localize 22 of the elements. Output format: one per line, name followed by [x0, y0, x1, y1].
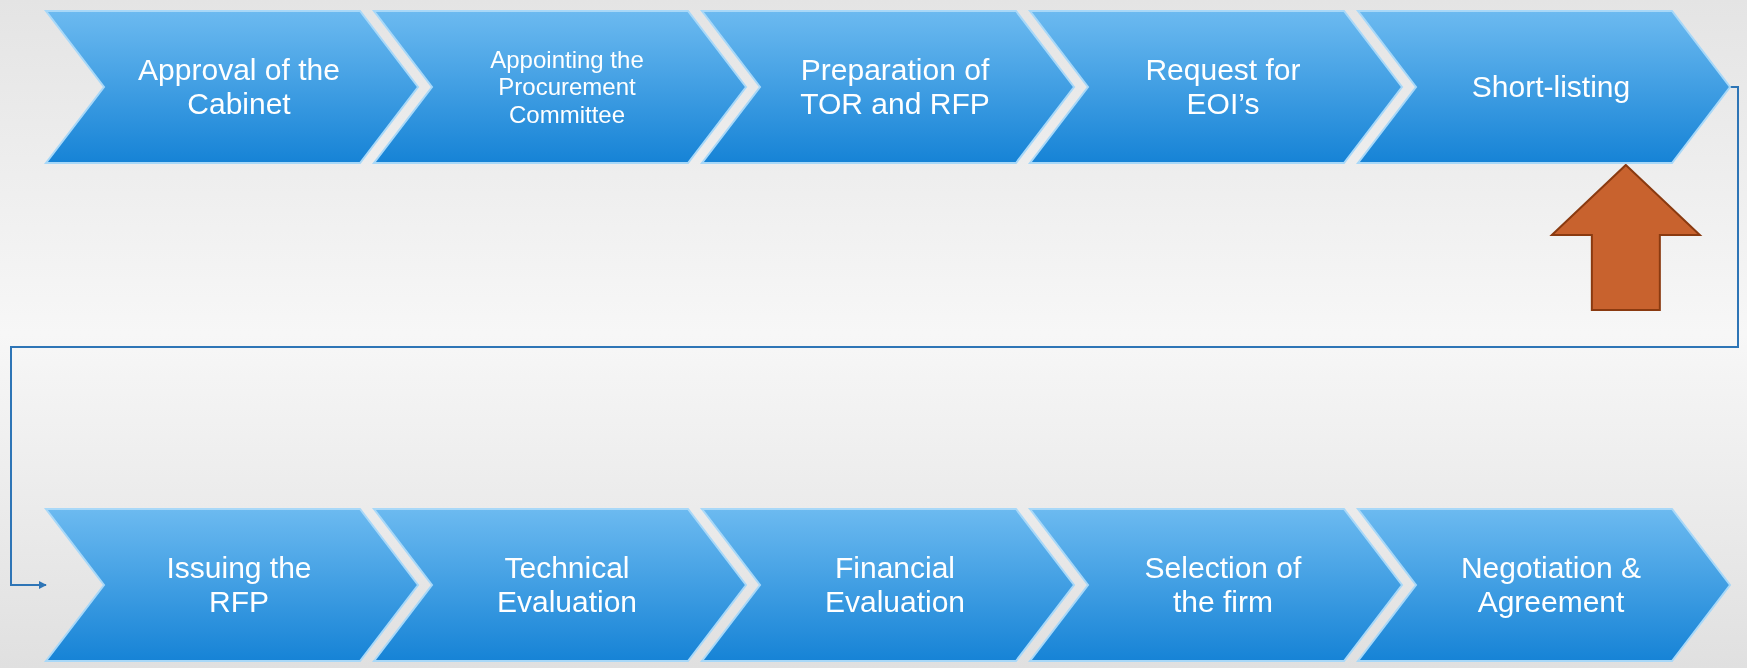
step-label: Approval of the Cabinet: [137, 52, 341, 122]
chevron-step: [702, 11, 1074, 163]
chevron-step: [46, 509, 418, 661]
chevron-step: [1358, 509, 1730, 661]
step-label: Negotiation & Agreement: [1459, 550, 1643, 620]
step-label: Selection of the firm: [1143, 550, 1303, 620]
block-arrow: [1549, 163, 1703, 311]
step-label: Financial Evaluation: [823, 550, 967, 620]
chevron-step: [1358, 11, 1730, 163]
chevron-step: [374, 509, 746, 661]
chevron-step: [374, 11, 746, 163]
step-label: Preparation of TOR and RFP: [799, 52, 991, 122]
chevron-step: [1030, 509, 1402, 661]
chevron-step: [1030, 11, 1402, 163]
step-label: Technical Evaluation: [495, 550, 639, 620]
chevron-step: [46, 11, 418, 163]
step-label: Short-listing: [1471, 69, 1631, 105]
step-label: Issuing the RFP: [165, 550, 313, 620]
chevron-step: [702, 509, 1074, 661]
connector-arrow: [10, 86, 1739, 589]
step-label: Request for EOI’s: [1144, 52, 1302, 122]
step-label: Appointing the Procurement Committee: [489, 45, 645, 129]
